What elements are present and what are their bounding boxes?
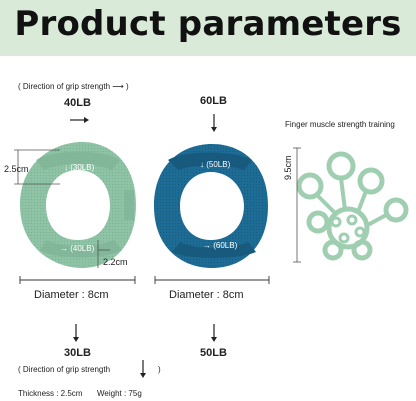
blue-diameter-label: Diameter : 8cm [169,289,244,301]
green-ring-bottom-label: 30LB [64,347,91,359]
green-ring-inner-top-text: ↓ (30LB) [64,163,95,172]
header-banner: Product parameters [0,0,416,56]
blue-ring-top-label: 60LB [200,95,227,107]
green-thickness-label: 2.5cm [4,164,29,174]
blue-top-arrow-icon [211,114,217,132]
blue-ring-inner-bottom-text: → (60LB) [203,241,238,250]
grip-direction-note-top: ( Direction of grip strength ⟶ ) [18,82,129,91]
green-width-label: 2.2cm [103,257,128,267]
blue-grip-ring [154,144,268,268]
green-grip-ring [20,142,136,268]
weight-spec: Weight : 75g [97,389,142,398]
green-bottom-arrow-icon [73,324,79,342]
green-ring-inner-bottom-text: → (40LB) [60,244,95,253]
blue-bottom-arrow-icon [211,324,217,342]
blue-diameter-dimension [154,276,270,284]
green-diameter-label: Diameter : 8cm [34,289,109,301]
thickness-spec: Thickness : 2.5cm [18,389,83,398]
grip-direction-note-bottom-close: ) [158,365,161,374]
blue-ring-bottom-label: 50LB [200,347,227,359]
green-diameter-dimension [19,276,136,284]
finger-trainer-height-dimension [293,147,301,263]
note-down-arrow-icon [140,360,146,378]
page-title: Product parameters [14,4,402,44]
finger-trainer-height-label: 9.5cm [283,155,293,180]
finger-trainer-device [296,151,409,261]
blue-ring-inner-top-text: ↓ (50LB) [200,160,231,169]
finger-trainer-title: Finger muscle strength training [285,120,395,129]
green-thickness-dimension [14,149,60,185]
green-top-arrow-icon [70,117,89,123]
green-width-dimension [97,240,110,268]
grip-direction-note-bottom: ( Direction of grip strength [18,365,111,374]
green-ring-top-label: 40LB [64,97,91,109]
